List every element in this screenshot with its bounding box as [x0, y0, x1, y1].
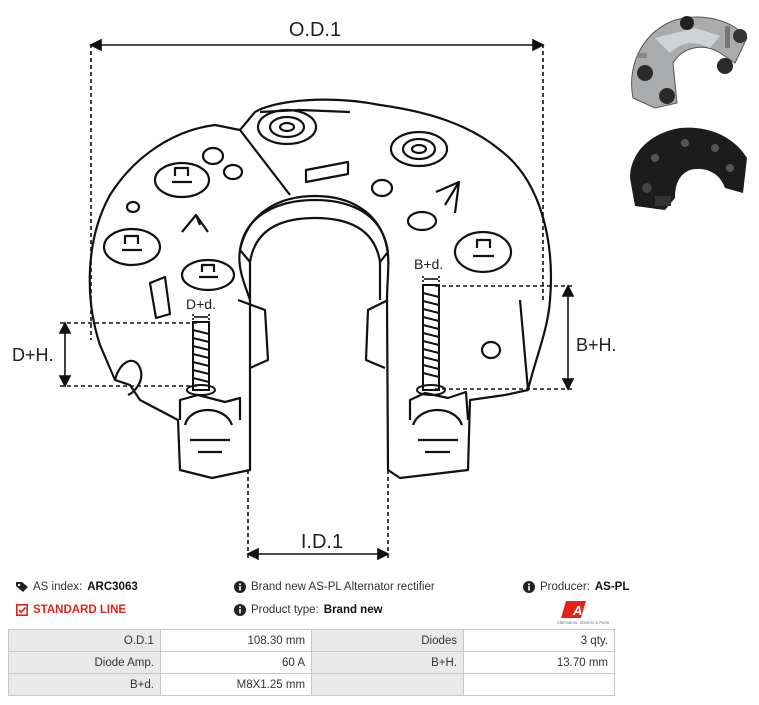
- product-photo-bottom: [625, 118, 755, 218]
- description-text: Brand new AS-PL Alternator rectifier: [251, 581, 435, 593]
- spec-label: B+d.: [8, 673, 161, 696]
- od1-label: O.D.1: [289, 19, 341, 41]
- info-icon: [234, 581, 246, 593]
- spec-label: Diodes: [311, 629, 465, 652]
- standard-line: STANDARD LINE: [16, 604, 126, 616]
- check-square-icon: [16, 604, 28, 616]
- table-row: Diode Amp. 60 A B+H. 13.70 mm: [8, 651, 615, 674]
- spec-label: [311, 673, 465, 696]
- standard-line-text: STANDARD LINE: [33, 604, 127, 616]
- spec-value: 13.70 mm: [463, 651, 615, 674]
- right-bolt: [422, 284, 440, 391]
- specs-table: O.D.1 108.30 mm Diodes 3 qty. Diode Amp.…: [8, 629, 615, 696]
- description: Brand new AS-PL Alternator rectifier: [234, 581, 435, 593]
- spec-label: Diode Amp.: [8, 651, 161, 674]
- as-index-label: AS index:: [33, 581, 83, 593]
- producer: Producer: AS-PL: [523, 581, 629, 593]
- product-type-value: Brand new: [323, 604, 383, 616]
- producer-label: Producer:: [540, 581, 590, 593]
- bh-label: B+H.: [576, 335, 617, 355]
- bd-label: B+d.: [414, 256, 443, 272]
- as-index-value: ARC3063: [87, 581, 138, 593]
- logo-text: AS: [572, 603, 591, 618]
- logo-tagline: Alternators, Starters & Parts: [557, 620, 609, 625]
- table-row: O.D.1 108.30 mm Diodes 3 qty.: [8, 629, 615, 652]
- table-row: B+d. M8X1.25 mm: [8, 673, 615, 696]
- spec-label: O.D.1: [8, 629, 161, 652]
- product-type-label: Product type:: [251, 604, 319, 616]
- rectifier-outline: [88, 98, 553, 480]
- product-type: Product type: Brand new: [234, 604, 383, 616]
- spec-value: 3 qty.: [463, 629, 615, 652]
- dh-label: D+H.: [12, 345, 54, 365]
- left-bolt: [192, 321, 210, 391]
- spec-value: 60 A: [159, 651, 313, 674]
- producer-value: AS-PL: [594, 581, 630, 593]
- technical-drawing: O.D.1 I.D.1 D+H. B+H. D+d. B+d.: [12, 19, 617, 561]
- spec-value: 108.30 mm: [159, 629, 313, 652]
- product-photo-top: [625, 8, 755, 118]
- tag-icon: [16, 582, 28, 592]
- as-pl-logo: AS Alternators, Starters & Parts: [557, 601, 609, 625]
- as-index: AS index: ARC3063: [16, 581, 138, 593]
- spec-value: [463, 673, 615, 696]
- id1-label: I.D.1: [301, 531, 343, 553]
- dd-label: D+d.: [186, 296, 216, 312]
- spec-value: M8X1.25 mm: [159, 673, 313, 696]
- info-icon: [234, 604, 246, 616]
- spec-label: B+H.: [311, 651, 465, 674]
- info-icon: [523, 581, 535, 593]
